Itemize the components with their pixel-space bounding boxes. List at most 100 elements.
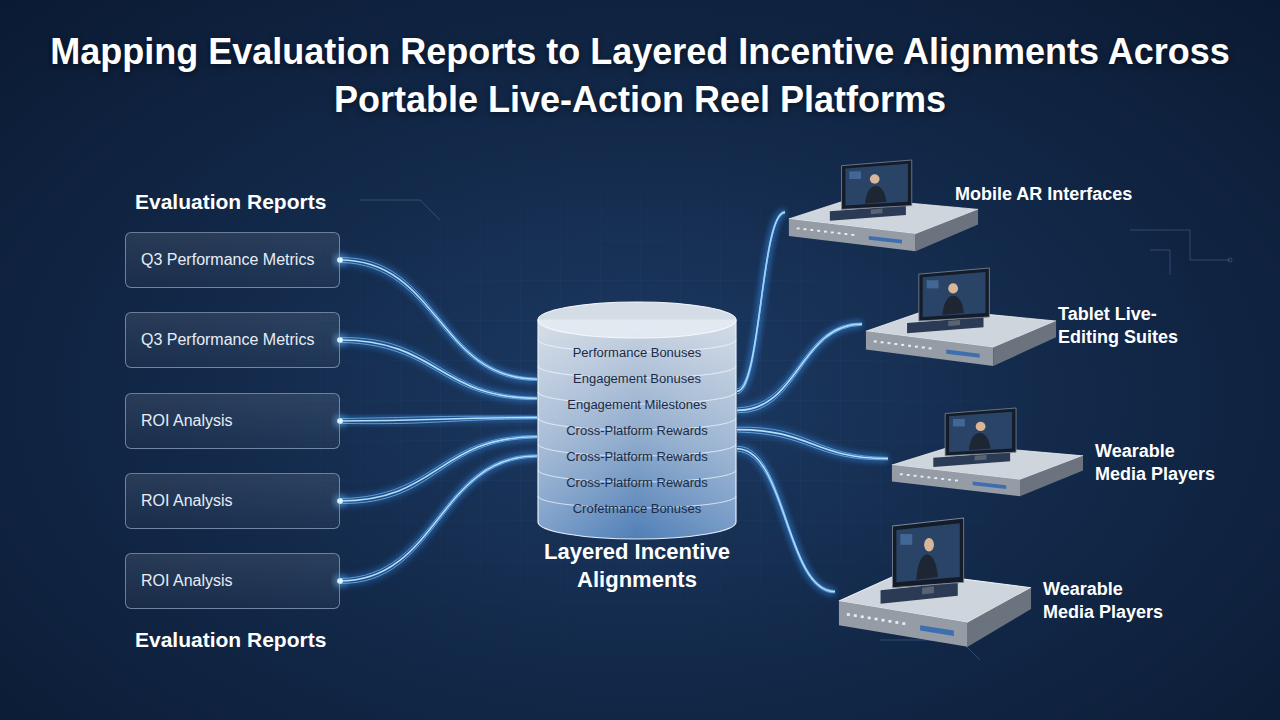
layer-band: Cross-Platform Rewards (537, 470, 737, 496)
slab-light (900, 473, 903, 475)
cylinder-body (538, 320, 736, 539)
presenter-head (870, 174, 880, 184)
connector-glow (737, 451, 835, 593)
group-heading: Evaluation Reports (135, 628, 326, 652)
slab-front (839, 601, 968, 647)
monitor-frame (842, 160, 912, 209)
slab-front (789, 219, 916, 251)
monitor-stand (871, 208, 883, 214)
report-box: Q3 Performance Metrics (125, 312, 340, 368)
slab-light (817, 230, 820, 232)
connector-glow (340, 262, 537, 380)
slab-accent (946, 350, 979, 358)
device-illustration (835, 518, 1033, 652)
slab-light (934, 477, 937, 479)
connector-glow (737, 213, 785, 393)
incentive-cylinder: Layered Incentive AlignmentsPerformance … (537, 300, 737, 540)
platform-device: Tablet Live-Editing Suites (862, 268, 1058, 370)
presenter-head (948, 283, 958, 293)
glow-connector (737, 323, 862, 413)
report-box: ROI Analysis (125, 553, 340, 609)
connector-line (737, 325, 862, 413)
device-label: Wearable Media Players (1043, 578, 1178, 624)
device-label: Tablet Live-Editing Suites (1058, 303, 1208, 349)
monitor-frame (919, 268, 990, 321)
screen-panel (953, 419, 965, 426)
monitor-screen (845, 164, 907, 206)
device-label: Wearable Media Players (1095, 440, 1230, 486)
slab-light (881, 341, 884, 343)
platform-device: Wearable Media Players (888, 408, 1085, 500)
glow-connector (737, 446, 835, 593)
slab-front (892, 465, 1020, 496)
slab-side (916, 209, 978, 251)
monitor-stand (975, 455, 987, 461)
presenter-body (865, 186, 886, 204)
slab-light (854, 614, 857, 617)
layer-text: Engagement Bonuses (573, 371, 701, 386)
monitor-frame (892, 518, 963, 588)
slab-light (927, 476, 930, 478)
slab-light (948, 479, 951, 481)
slab-light (894, 343, 897, 345)
layer-band: Cross-Platform Rewards (537, 444, 737, 470)
presenter-head (976, 422, 986, 431)
slab-light (955, 480, 958, 482)
slab-light (810, 229, 813, 231)
screen-panel (849, 171, 861, 179)
layer-text: Crofetmance Bonuses (573, 501, 702, 516)
presenter-body (942, 296, 964, 315)
layer-band: Crofetmance Bonuses (537, 496, 737, 522)
device-illustration (785, 160, 980, 255)
cylinder-top (538, 302, 736, 338)
connector-line (340, 438, 537, 503)
platform-device: Wearable Media Players (835, 518, 1033, 652)
presenter-body (969, 433, 991, 450)
connector-glow (340, 438, 537, 503)
device-illustration (862, 268, 1058, 370)
slab-light (908, 345, 911, 347)
slab-side (1020, 456, 1083, 496)
glow-connector (334, 334, 537, 400)
report-text: Q3 Performance Metrics (141, 331, 314, 349)
device-label: Mobile AR Interfaces (955, 183, 1132, 206)
report-text: Q3 Performance Metrics (141, 251, 314, 269)
presenter-head (924, 538, 934, 551)
slab-front (866, 331, 993, 366)
slab-light (914, 475, 917, 477)
slab-light (882, 619, 885, 622)
slab-light (941, 478, 944, 480)
slab-light (921, 476, 924, 478)
monitor-screen (923, 272, 986, 317)
slab-side (968, 588, 1031, 647)
platform-device: Mobile AR Interfaces (785, 160, 980, 255)
connector-glow (340, 419, 537, 424)
slab-light (851, 234, 854, 236)
monitor-screen (949, 412, 1012, 452)
screen-panel (900, 534, 912, 545)
layer-text: Cross-Platform Rewards (566, 449, 708, 464)
slab-light (847, 613, 850, 616)
slab-light (874, 340, 877, 342)
diagram-title: Mapping Evaluation Reports to Layered In… (50, 28, 1230, 124)
slab-light (868, 617, 871, 620)
slab-light (797, 227, 800, 229)
layer-text: Performance Bonuses (573, 345, 702, 360)
cylinder-heading: Layered Incentive Alignments (517, 538, 757, 594)
report-text: ROI Analysis (141, 492, 233, 510)
glow-connector (737, 211, 785, 394)
report-box: ROI Analysis (125, 393, 340, 449)
report-text: ROI Analysis (141, 572, 233, 590)
slab-side (993, 321, 1056, 366)
monitor-screen (896, 523, 959, 582)
slab-light (824, 231, 827, 233)
circuit-trace (360, 200, 1232, 660)
layer-band: Engagement Milestones (537, 392, 737, 418)
connector-line (340, 342, 537, 399)
connector-line (340, 262, 537, 380)
slab-accent (973, 482, 1006, 489)
slab-light (907, 474, 910, 476)
monitor-frame (945, 408, 1016, 456)
connector-line (737, 451, 835, 593)
slab-light (922, 346, 925, 348)
